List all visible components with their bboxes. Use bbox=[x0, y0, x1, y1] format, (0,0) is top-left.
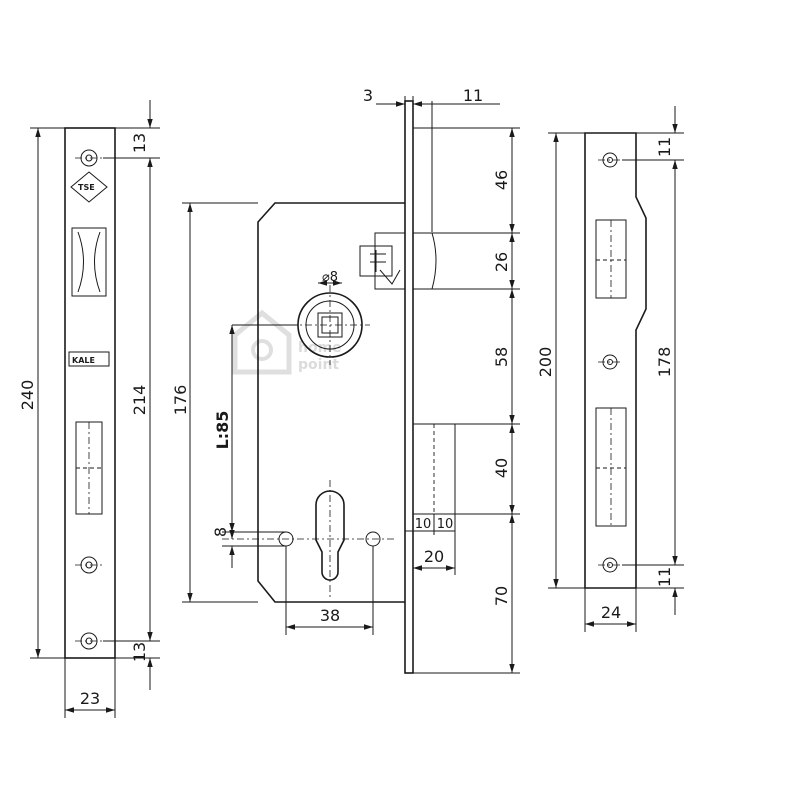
dim-cylinder-spacing-label: 38 bbox=[320, 606, 340, 625]
dim-top-offset-label: 13 bbox=[130, 133, 149, 153]
strike-plate-outline bbox=[584, 132, 647, 589]
dim-strike-hole-spacing-label: 178 bbox=[655, 347, 674, 378]
dim-seg-middle-label: 58 bbox=[492, 347, 511, 367]
dim-body-height-label: 176 bbox=[171, 385, 190, 416]
strike-plate-view: 200 178 11 11 24 bbox=[536, 106, 684, 632]
dim-seg-bottom-label: 70 bbox=[492, 586, 511, 606]
dim-strike-width-label: 24 bbox=[601, 603, 621, 622]
dim-bottom-offset-label: 13 bbox=[130, 642, 149, 662]
dim-seg-latch-label: 26 bbox=[492, 252, 511, 272]
faceplate-latch-opening bbox=[71, 227, 107, 297]
latch-bolt bbox=[359, 232, 437, 290]
dim-width-label: 23 bbox=[80, 689, 100, 708]
watermark: home point bbox=[232, 309, 342, 375]
lock-body-view: ⌀8 176 L:85 8 38 bbox=[171, 86, 520, 674]
faceplate-view: TSE KALE 240 214 bbox=[18, 100, 160, 718]
watermark-line2: point bbox=[298, 357, 339, 373]
kale-logo-text: KALE bbox=[72, 356, 95, 365]
faceplate-outline bbox=[64, 127, 116, 659]
dim-seg-top-label: 46 bbox=[492, 170, 511, 190]
dim-overall-height-label: 240 bbox=[18, 380, 37, 411]
backset-label: L:85 bbox=[213, 411, 232, 450]
dim-strike-bottom-offset-label: 11 bbox=[655, 567, 674, 587]
dim-seg-bolt-label: 40 bbox=[492, 458, 511, 478]
tse-logo: TSE bbox=[70, 171, 108, 203]
spindle-diameter-label: ⌀8 bbox=[322, 270, 338, 285]
dim-hole-spacing-label: 214 bbox=[130, 385, 149, 416]
dim-cylinder-hole-label: 8 bbox=[211, 527, 230, 537]
lock-case-outline bbox=[257, 202, 405, 603]
kale-logo: KALE bbox=[68, 351, 110, 367]
dim-bolt-throw-a-label: 10 bbox=[415, 517, 432, 532]
dim-bolt-throw-b-label: 10 bbox=[437, 517, 454, 532]
watermark-line1: home bbox=[298, 340, 342, 356]
dead-bolt bbox=[412, 423, 456, 515]
cylinder-cutout bbox=[222, 480, 395, 598]
tse-logo-text: TSE bbox=[78, 183, 95, 192]
dim-strike-top-offset-label: 11 bbox=[655, 137, 674, 157]
dim-plate-thickness-label: 3 bbox=[363, 86, 373, 105]
dim-strike-height-label: 200 bbox=[536, 347, 555, 378]
side-faceplate bbox=[404, 100, 414, 674]
dim-latch-projection-label: 11 bbox=[463, 86, 483, 105]
dim-bolt-throw-total-label: 20 bbox=[424, 547, 444, 566]
